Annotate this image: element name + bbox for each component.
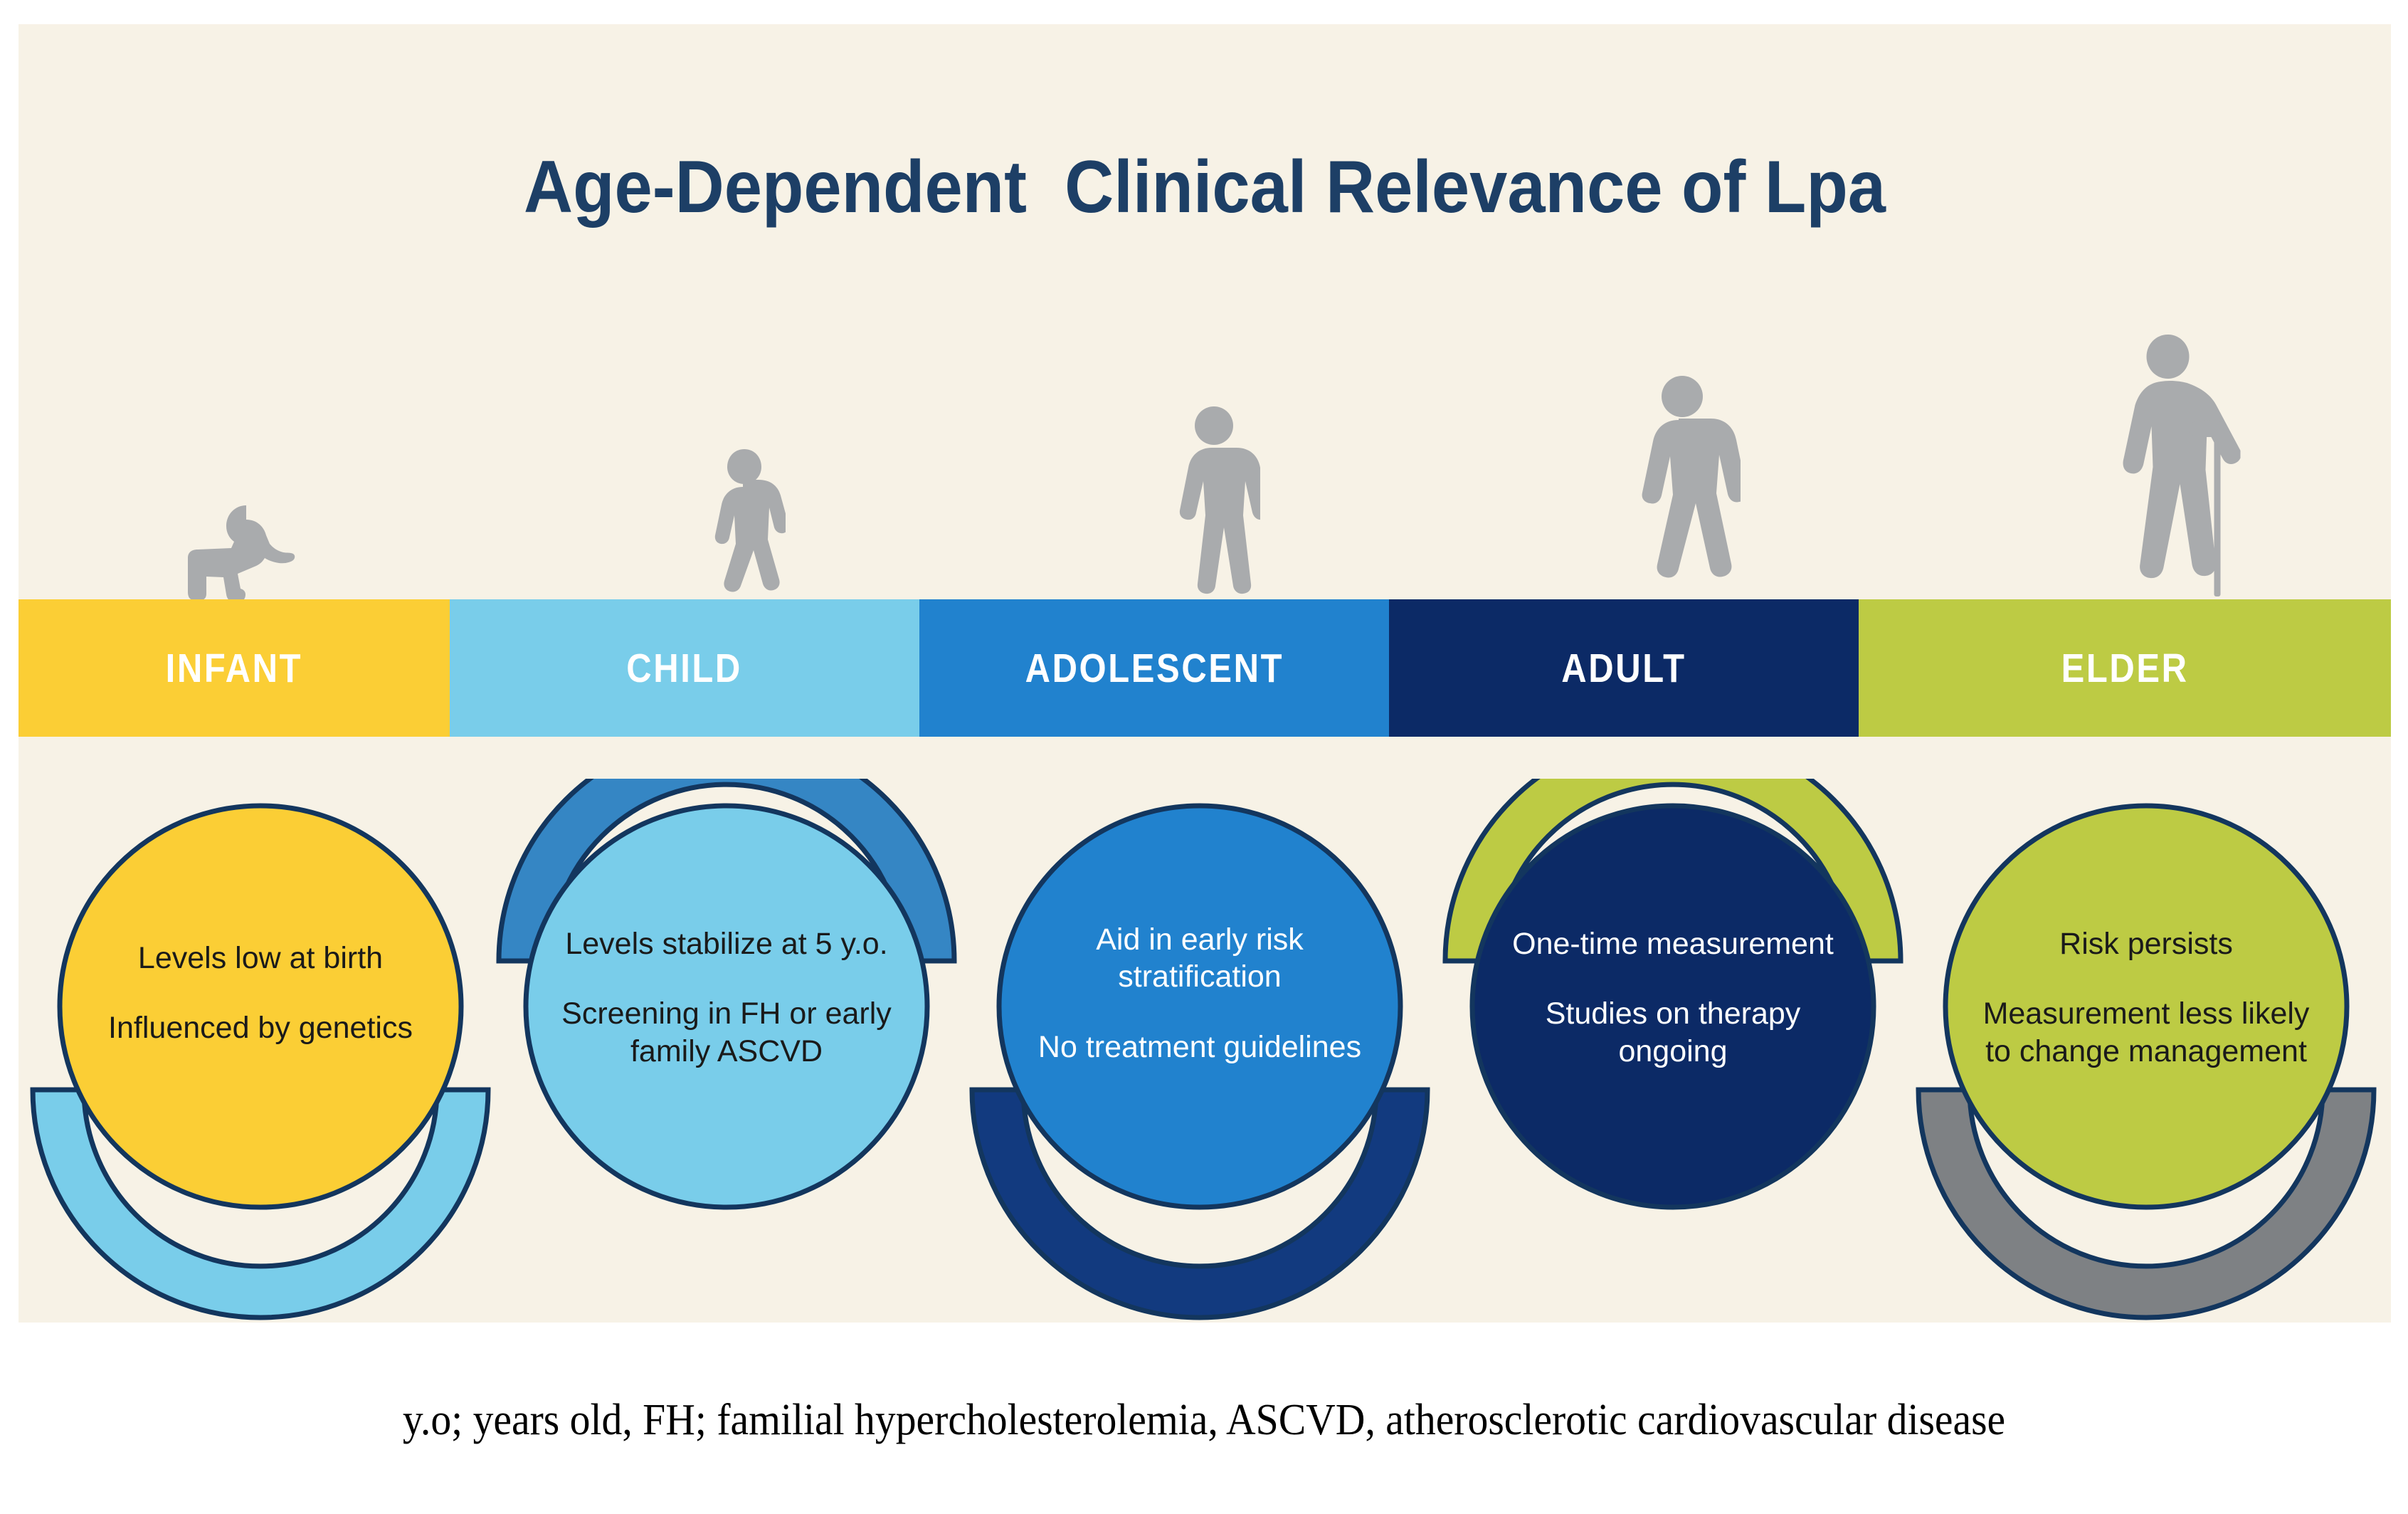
stage-circle-adolescent (996, 803, 1403, 1210)
banner-segment-elder[interactable]: ELDER (1859, 599, 2391, 737)
stage-node-adolescent[interactable]: Aid in early risk stratification No trea… (958, 779, 1442, 1348)
stage-line2-adult: Studies on therapy (1545, 997, 1801, 1031)
stage-circle-infant (57, 803, 464, 1210)
stage-line2-adolescent: No treatment guidelines (1037, 1029, 1362, 1064)
stage-line2-child: Screening in FH or early (561, 997, 892, 1031)
banner-label-adolescent: ADOLESCENT (1025, 645, 1284, 691)
stage-node-infant[interactable]: Levels low at birth Influenced by geneti… (19, 779, 502, 1348)
adult-walking-silhouette (1627, 373, 1741, 599)
banner-segment-adolescent[interactable]: ADOLESCENT (919, 599, 1389, 737)
banner-segment-child[interactable]: CHILD (450, 599, 919, 737)
stage-node-elder[interactable]: Risk persists Measurement less likely to… (1904, 779, 2388, 1348)
banner-segment-infant[interactable]: INFANT (19, 599, 450, 737)
stage-text-adolescent: Aid in early risk stratification No trea… (986, 921, 1413, 1066)
stage-line1-elder: Risk persists (2059, 927, 2233, 961)
stage-node-child[interactable]: Levels stabilize at 5 y.o. Screening in … (485, 779, 968, 1348)
banner-segment-adult[interactable]: ADULT (1389, 599, 1859, 737)
stage-line1-child: Levels stabilize at 5 y.o. (565, 927, 888, 961)
banner-label-adult: ADULT (1561, 645, 1686, 691)
stage-line1-adult: One-time measurement (1512, 927, 1834, 961)
silhouette-row (19, 302, 2391, 599)
stage-text-infant: Levels low at birth Influenced by geneti… (47, 940, 474, 1047)
stage-line2-elder: Measurement less likely (1982, 997, 2310, 1031)
stage-line3-adult: ongoing (1618, 1034, 1728, 1068)
stage-text-adult: One-time measurement Studies on therapy … (1459, 925, 1886, 1070)
stage-line1-adolescent: Aid in early risk (1096, 922, 1304, 957)
stage-text-elder: Risk persists Measurement less likely to… (1933, 925, 2360, 1070)
infant-crawling-silhouette (167, 493, 302, 599)
stage-circle-elder (1943, 803, 2350, 1210)
stage-line1-infant: Levels low at birth (137, 941, 384, 975)
stage-circle-row: Levels low at birth Influenced by geneti… (19, 779, 2391, 1348)
stage-line1b-adolescent: stratification (1118, 960, 1282, 994)
stage-text-child: Levels stabilize at 5 y.o. Screening in … (513, 925, 940, 1070)
child-walking-silhouette (700, 446, 786, 599)
stage-line3-elder: to change management (1985, 1034, 2307, 1068)
age-banner: INFANT CHILD ADOLESCENT ADULT ELDER (19, 599, 2391, 737)
elder-with-cane-silhouette (2116, 330, 2241, 599)
banner-label-child: CHILD (626, 645, 743, 691)
stage-line3-child: family ASCVD (630, 1034, 823, 1068)
stage-line2-infant: Influenced by genetics (108, 1011, 413, 1046)
banner-label-elder: ELDER (2061, 645, 2189, 691)
stage-circle-adult (1469, 803, 1876, 1210)
figure-panel: Age-Dependent Clinical Relevance of Lpa (19, 24, 2391, 1323)
adolescent-standing-silhouette (1168, 404, 1260, 599)
figure-caption: y.o; years old, FH; familial hypercholes… (402, 1396, 2006, 1444)
page-title: Age-Dependent Clinical Relevance of Lpa (523, 146, 1886, 228)
banner-label-infant: INFANT (165, 645, 303, 691)
stage-node-adult[interactable]: One-time measurement Studies on therapy … (1431, 779, 1915, 1348)
stage-circle-child (523, 803, 930, 1210)
